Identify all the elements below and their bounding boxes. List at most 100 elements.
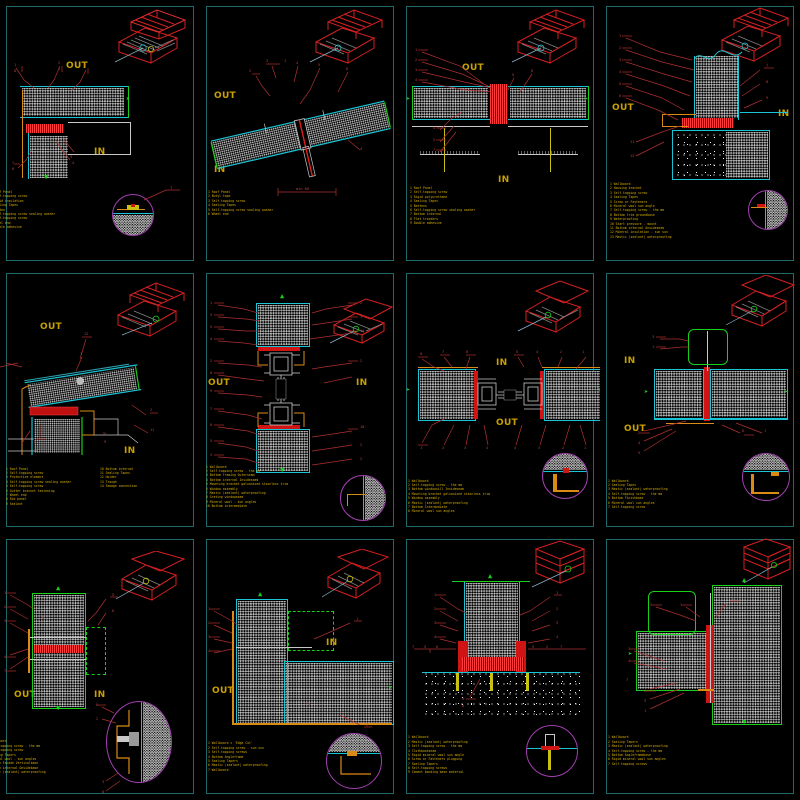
svg-text:1: 1 xyxy=(208,607,210,611)
svg-text:3: 3 xyxy=(434,621,436,625)
detail-callout-circle[interactable] xyxy=(526,725,578,778)
legend-item: 7 Mastic (sealant) waterproofing xyxy=(206,491,266,495)
svg-text:6: 6 xyxy=(742,429,744,433)
detail-callout-circle[interactable] xyxy=(106,701,172,784)
detail-callout-circle[interactable] xyxy=(340,474,386,521)
svg-text:1: 1 xyxy=(764,429,766,433)
svg-text:2: 2 xyxy=(546,645,548,649)
section-arrow-left: ➤ xyxy=(406,385,411,394)
svg-text:3: 3 xyxy=(102,780,104,784)
purlin-hatch-right xyxy=(518,151,578,155)
svg-text:5: 5 xyxy=(532,645,534,649)
legend-item: 12 Holder xyxy=(100,475,117,480)
svg-text:3: 3 xyxy=(4,619,6,623)
svg-text:7: 7 xyxy=(442,350,444,354)
section-arrow-left: ➤ xyxy=(406,95,411,103)
detail-panel-5[interactable]: OUT IN xyxy=(0,267,200,534)
legend-item: 1 Wallboard xyxy=(408,478,429,483)
panel-top-left xyxy=(412,86,490,87)
svg-text:1: 1 xyxy=(210,301,212,305)
green-corner-trim xyxy=(288,611,334,652)
svg-text:4: 4 xyxy=(433,126,435,130)
fastener-line xyxy=(710,593,711,704)
isometric-key-icon xyxy=(530,539,592,589)
legend-item: 4 Bottom internal Insideseam xyxy=(206,477,259,482)
panel-edge-right xyxy=(588,86,589,120)
legend-item: 6 Self-tapping screw sealing washer xyxy=(410,207,476,212)
detail-panel-4[interactable]: OUT IN xyxy=(600,0,800,267)
svg-text:1: 1 xyxy=(360,315,362,319)
detail-panel-7[interactable]: IN OUT ➤ ➤ xyxy=(400,267,600,534)
legend-item: 7 Self-tapping screw xyxy=(608,505,646,509)
svg-text:10: 10 xyxy=(102,432,106,436)
svg-text:5: 5 xyxy=(424,645,426,649)
legend-item: 1 Wallboard xyxy=(206,464,227,469)
wallboard-section xyxy=(466,583,518,668)
soffit-return xyxy=(130,122,131,155)
legend-item: 5 Window assembly xyxy=(408,496,440,501)
legend-item: 6 Wheel end xyxy=(208,211,229,216)
svg-text:7: 7 xyxy=(560,645,562,649)
detail-callout-circle[interactable] xyxy=(112,194,154,236)
svg-text:5: 5 xyxy=(516,350,518,354)
base-insulation-fill xyxy=(462,657,524,672)
section-arrow-right: ➤ xyxy=(388,684,393,693)
svg-text:5: 5 xyxy=(210,439,212,443)
section-arrow-top: ▲ xyxy=(280,291,285,300)
isometric-key-icon xyxy=(112,550,192,603)
detail-panel-3[interactable]: OUT IN ➤ ➤ xyxy=(400,0,600,267)
detail-callout-circle[interactable] xyxy=(748,190,788,230)
svg-text:6: 6 xyxy=(644,689,646,693)
isometric-key-icon xyxy=(724,274,800,329)
svg-text:11: 11 xyxy=(630,140,634,144)
svg-text:11: 11 xyxy=(150,428,154,432)
flashing-return xyxy=(662,114,663,127)
concrete-slab xyxy=(422,673,580,718)
svg-text:9: 9 xyxy=(104,440,106,444)
svg-text:8: 8 xyxy=(766,80,768,84)
legend-item: 2 Housing bracket xyxy=(610,186,642,191)
section-arrow-bottom: ▼ xyxy=(56,704,61,713)
svg-text:1: 1 xyxy=(284,59,286,63)
panel-end-line xyxy=(128,86,129,118)
legend-item: 2 Self-tapping screw xyxy=(410,190,448,195)
window-frame-assembly xyxy=(256,350,316,427)
svg-text:1: 1 xyxy=(652,345,654,349)
svg-text:1: 1 xyxy=(732,597,734,601)
svg-text:7: 7 xyxy=(412,645,414,649)
direction-label-out: OUT xyxy=(212,686,234,697)
roof-panel-left xyxy=(414,88,488,118)
anchor-1 xyxy=(456,673,459,692)
svg-text:4: 4 xyxy=(638,441,640,445)
lower-wallboard xyxy=(258,430,308,471)
legend-item: 8 Self-tapping screws xyxy=(408,766,448,771)
detail-callout-circle[interactable] xyxy=(326,733,382,790)
svg-text:2: 2 xyxy=(442,446,444,450)
section-arrow-top: ▲ xyxy=(488,572,493,581)
legend-item: 4 Mounting bracket galvanized stainless … xyxy=(408,491,490,496)
detail-callout-circle[interactable] xyxy=(542,452,588,499)
ridge-insulation-fill xyxy=(490,84,508,124)
direction-label-out: OUT xyxy=(624,423,646,434)
svg-text:6: 6 xyxy=(112,609,114,613)
detail-leader: 1 xyxy=(143,186,180,201)
legend-item: 1 Wallboard xyxy=(408,735,429,740)
joint-sealant xyxy=(704,366,710,421)
svg-text:1: 1 xyxy=(584,446,586,450)
detail-panel-6[interactable]: OUT IN xyxy=(200,267,400,534)
soffit-line xyxy=(68,154,130,155)
panel-edge-left xyxy=(412,86,413,120)
detail-panel-2[interactable]: OUT IN xyxy=(200,0,400,267)
direction-label-in: IN xyxy=(124,445,136,456)
legend-item: 3 Mastic (sealant) waterproofing xyxy=(608,487,668,492)
detail-callout-circle[interactable] xyxy=(742,452,790,501)
legend-item: 5 Self-tapping screw sealing washer xyxy=(208,207,274,212)
legend-item: 5 Sealing Tapers xyxy=(208,758,238,763)
